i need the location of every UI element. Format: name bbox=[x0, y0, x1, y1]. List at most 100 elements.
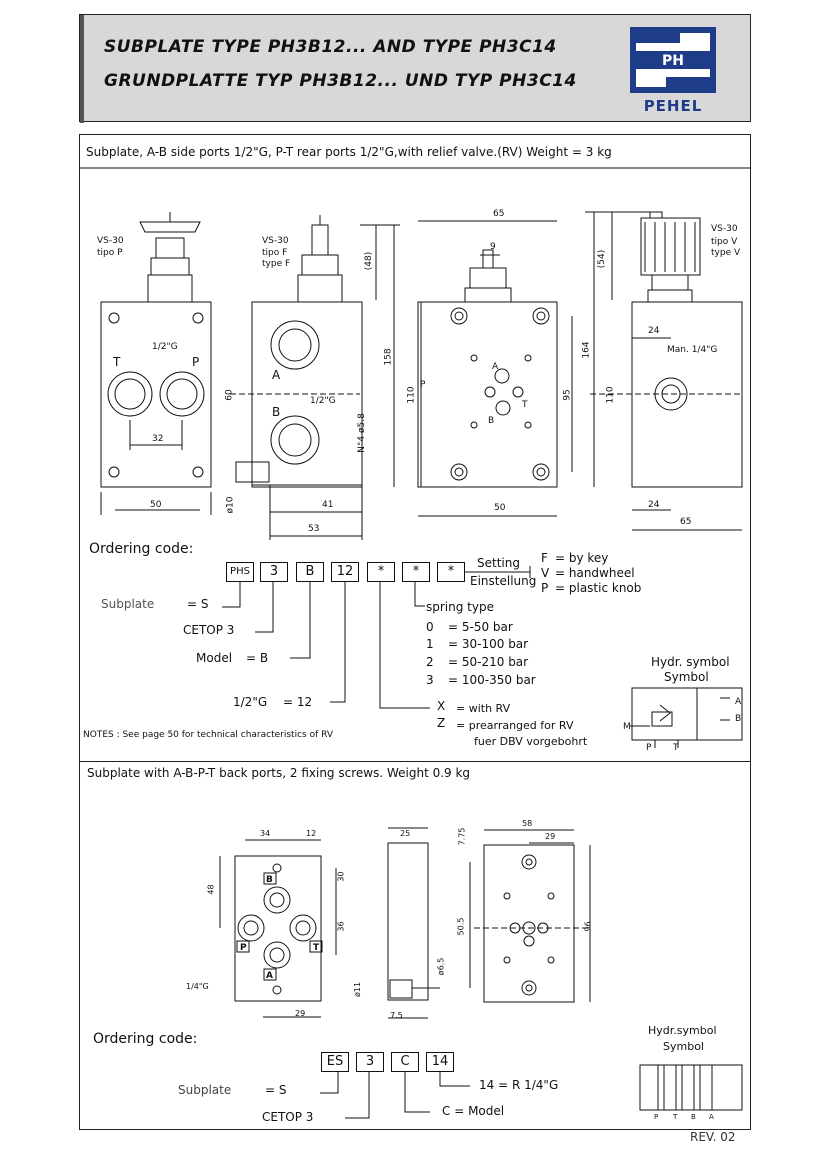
dim2-75: 7.5 bbox=[390, 1011, 403, 1020]
code-box-12: 12 bbox=[331, 562, 359, 582]
dim2-505: 50.5 bbox=[456, 917, 466, 936]
vs30v-line2: tipo V bbox=[711, 237, 738, 247]
dim2-48: 48 bbox=[206, 884, 216, 895]
hydr-label-m: M bbox=[623, 722, 631, 732]
revision-label: REV. 02 bbox=[690, 1130, 736, 1144]
vs30f-line3: type F bbox=[262, 259, 291, 269]
port-a-center: A bbox=[492, 362, 499, 372]
drawing-frame bbox=[79, 134, 751, 1130]
dim-53: 53 bbox=[308, 524, 320, 534]
vs30v-line3: type V bbox=[711, 248, 741, 258]
model-label-1: Model bbox=[196, 651, 233, 665]
section2-caption: Subplate with A-B-P-T back ports, 2 fixi… bbox=[87, 766, 471, 780]
subplate-label-1: Subplate bbox=[101, 597, 155, 611]
setting-opt-v-key: V bbox=[541, 566, 550, 580]
logo-mark-text: PH bbox=[662, 53, 684, 69]
code-box-3: 3 bbox=[260, 562, 288, 582]
code2-box-14: 14 bbox=[426, 1052, 454, 1072]
size-value-1: = 12 bbox=[283, 695, 313, 709]
dim2-34: 34 bbox=[260, 829, 271, 838]
hydr-label-t: T bbox=[673, 743, 679, 753]
port-p-label: P bbox=[192, 355, 200, 369]
hydr2-label-t: T bbox=[673, 1113, 678, 1121]
rv-x-text: = with RV bbox=[456, 702, 511, 715]
port-a-label: A bbox=[272, 368, 281, 382]
header-shadow bbox=[80, 15, 84, 123]
spring-3-key: 3 bbox=[426, 673, 434, 687]
code-box-star-3: * bbox=[437, 562, 465, 582]
vs30f-line2: tipo F bbox=[262, 248, 288, 258]
pehel-logo-mark: PH bbox=[630, 27, 716, 93]
pehel-logo: PH PEHEL bbox=[628, 25, 718, 115]
hydr-symbol-title-2: Hydr.symbol bbox=[648, 1024, 717, 1037]
vs30f-line1: VS-30 bbox=[262, 236, 289, 246]
hydr-label-p: P bbox=[646, 743, 652, 753]
rv-z-text-de: fuer DBV vorgebohrt bbox=[474, 735, 588, 748]
cetop-label-1: CETOP 3 bbox=[183, 623, 235, 637]
hydr2-label-p: P bbox=[654, 1113, 659, 1121]
hydr-symbol-subtitle-2: Symbol bbox=[663, 1040, 704, 1053]
spring-2-text: = 50-210 bar bbox=[448, 655, 529, 669]
size-label-1: 1/2"G bbox=[233, 695, 268, 709]
model-option-2: C = Model bbox=[442, 1104, 505, 1118]
dim2-36: 36 bbox=[336, 921, 346, 932]
dim-32: 32 bbox=[152, 434, 164, 444]
spring-type-label: spring type bbox=[426, 600, 494, 614]
vs30p-line2: tipo P bbox=[97, 248, 123, 258]
subplate-value-2: = S bbox=[265, 1083, 287, 1097]
dim-50a: 50 bbox=[150, 500, 162, 510]
title-de: GRUNDPLATTE TYP PH3B12... UND TYP PH3C14 bbox=[104, 71, 577, 91]
dim2-29a: 29 bbox=[295, 1009, 306, 1018]
code-box-star-2: * bbox=[402, 562, 430, 582]
rv-z-text: = prearranged for RV bbox=[456, 719, 574, 732]
dim2-d11: ø11 bbox=[353, 981, 363, 998]
dim2-96: 96 bbox=[583, 921, 593, 932]
spring-1-text: = 30-100 bar bbox=[448, 637, 529, 651]
vs30v-line1: VS-30 bbox=[711, 224, 738, 234]
setting-opt-f-key: F bbox=[541, 551, 548, 565]
hydr-label-a: A bbox=[735, 697, 742, 707]
setting-opt-p-key: P bbox=[541, 581, 549, 595]
notes-text: NOTES : See page 50 for technical charac… bbox=[83, 730, 334, 740]
rv-z-key: Z bbox=[437, 716, 446, 730]
setting-opt-f-text: = by key bbox=[555, 551, 609, 565]
hydr2-label-b: B bbox=[691, 1113, 696, 1121]
setting-opt-p-text: = plastic knob bbox=[555, 581, 642, 595]
port-b-center: B bbox=[488, 416, 495, 426]
dim-9: 9 bbox=[490, 242, 496, 252]
setting-opt-v-text: = handwheel bbox=[555, 566, 635, 580]
subplate-label-2: Subplate bbox=[178, 1083, 232, 1097]
port2-b-label: B bbox=[266, 875, 273, 885]
hydr2-label-a: A bbox=[709, 1113, 714, 1121]
setting-de: Einstellung bbox=[470, 574, 537, 588]
dim-24b: 24 bbox=[648, 500, 660, 510]
spring-0-key: 0 bbox=[426, 620, 434, 634]
cetop-label-2: CETOP 3 bbox=[262, 1110, 314, 1124]
model-value-1: = B bbox=[246, 651, 269, 665]
size-option-2: 14 = R 1/4"G bbox=[479, 1078, 559, 1092]
hydr-label-b: B bbox=[735, 714, 742, 724]
spring-1-key: 1 bbox=[426, 637, 434, 651]
section1-caption: Subplate, A-B side ports 1/2"G, P-T rear… bbox=[86, 145, 612, 159]
spring-2-key: 2 bbox=[426, 655, 434, 669]
code-box-star-1: * bbox=[367, 562, 395, 582]
half-g-label-1: 1/2"G bbox=[152, 342, 178, 352]
code2-box-es: ES bbox=[321, 1052, 349, 1072]
dim-24a: 24 bbox=[648, 326, 660, 336]
ordering-heading-2: Ordering code: bbox=[93, 1031, 198, 1047]
dim2-30: 30 bbox=[336, 871, 346, 882]
code2-box-c: C bbox=[391, 1052, 419, 1072]
dim2-58: 58 bbox=[522, 819, 533, 828]
ordering-heading-1: Ordering code: bbox=[89, 541, 194, 557]
section-divider bbox=[79, 761, 751, 762]
dim-65b: 65 bbox=[680, 517, 692, 527]
subplate-value-1: = S bbox=[187, 597, 209, 611]
setting-en: Setting bbox=[477, 556, 520, 570]
dim2-25: 25 bbox=[400, 829, 411, 838]
half-g-label-2: 1/2"G bbox=[310, 396, 336, 406]
port2-a-label: A bbox=[266, 971, 273, 981]
dim-50b: 50 bbox=[494, 503, 506, 513]
port-t-label: T bbox=[113, 355, 121, 369]
